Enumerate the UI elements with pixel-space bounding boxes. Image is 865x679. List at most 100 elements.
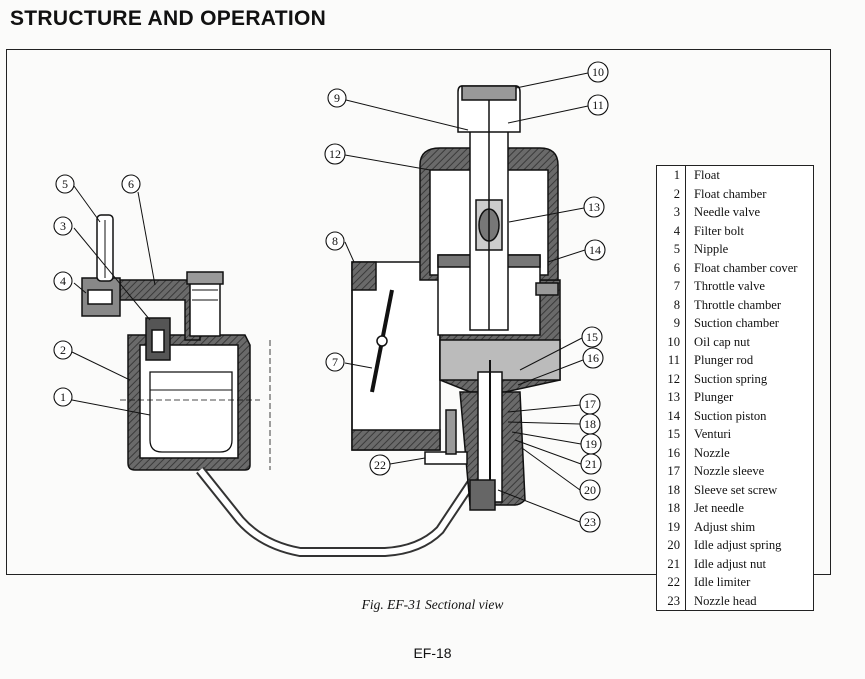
legend-row: 10 Oil cap nut xyxy=(657,332,813,351)
callout-14: 14 xyxy=(584,239,606,261)
legend-row: 5 Nipple xyxy=(657,240,813,259)
legend-label: Throttle valve xyxy=(694,279,765,293)
legend-number: 19 xyxy=(657,517,686,536)
legend-number: 9 xyxy=(657,314,686,333)
callout-2: 2 xyxy=(53,340,73,360)
legend-row: 4 Filter bolt xyxy=(657,221,813,240)
legend-number: 1 xyxy=(657,166,686,185)
legend-number: 18 xyxy=(657,499,686,518)
legend-label: Jet needle xyxy=(694,501,744,515)
legend-label: Needle valve xyxy=(694,205,761,219)
figure-frame xyxy=(6,49,831,575)
svg-text:18: 18 xyxy=(584,417,596,431)
page-number: EF-18 xyxy=(413,645,452,661)
callout-22: 22 xyxy=(369,454,391,476)
callout-9: 9 xyxy=(327,88,347,108)
legend-number: 5 xyxy=(657,240,686,259)
legend-number: 13 xyxy=(657,388,686,407)
legend-row: 8 Throttle chamber xyxy=(657,295,813,314)
legend-number: 17 xyxy=(657,462,686,481)
legend-label: Idle adjust nut xyxy=(694,556,767,571)
callout-5: 5 xyxy=(55,174,75,194)
legend-label: Nozzle xyxy=(694,445,730,460)
legend-label: Oil cap nut xyxy=(694,334,750,349)
legend-number: 20 xyxy=(657,536,686,555)
legend-label: Idle adjust spring xyxy=(694,538,782,552)
legend-row: 6 Float chamber cover xyxy=(657,258,813,277)
callout-21: 21 xyxy=(580,453,602,475)
callout-11: 11 xyxy=(587,94,609,116)
svg-text:15: 15 xyxy=(586,330,598,344)
legend-label: Float chamber xyxy=(694,186,767,201)
svg-text:9: 9 xyxy=(334,91,340,105)
legend-label: Float xyxy=(694,168,720,182)
callout-18: 18 xyxy=(579,413,601,435)
figure-caption: Fig. EF-31 Sectional view xyxy=(361,597,504,612)
legend-row: 11 Plunger rod xyxy=(657,351,813,370)
legend-label: Filter bolt xyxy=(694,223,745,238)
section-heading: STRUCTURE AND OPERATION xyxy=(10,7,327,30)
legend-number: 14 xyxy=(657,406,686,425)
legend-row: 13 Plunger xyxy=(657,388,813,407)
svg-text:2: 2 xyxy=(60,343,66,357)
carburetor-main-body xyxy=(351,85,561,511)
legend-number: 4 xyxy=(657,221,686,240)
legend-number: 7 xyxy=(657,277,686,296)
callout-15: 15 xyxy=(581,326,603,348)
legend-row: 19 Adjust shim xyxy=(657,517,813,536)
svg-text:14: 14 xyxy=(589,243,601,257)
svg-text:8: 8 xyxy=(332,234,338,248)
svg-text:23: 23 xyxy=(584,515,596,529)
legend-number: 6 xyxy=(657,258,686,277)
legend-label: Plunger xyxy=(694,390,734,404)
legend-row: 20 Idle adjust spring xyxy=(657,536,813,555)
svg-text:13: 13 xyxy=(588,200,600,214)
callout-20: 20 xyxy=(579,479,601,501)
float-chamber-assembly xyxy=(81,214,485,557)
legend-label: Suction chamber xyxy=(694,316,779,330)
legend-label: Nozzle head xyxy=(694,593,757,608)
legend-label: Sleeve set screw xyxy=(694,482,778,497)
callout-8: 8 xyxy=(325,231,345,251)
callout-7: 7 xyxy=(325,352,345,372)
legend-row: 18 Sleeve set screw xyxy=(657,480,813,499)
legend-row: 9 Suction chamber xyxy=(657,314,813,333)
legend-number: 11 xyxy=(657,351,686,370)
legend-number: 22 xyxy=(657,573,686,592)
legend-number: 8 xyxy=(657,295,686,314)
callout-12: 12 xyxy=(324,143,346,165)
svg-text:6: 6 xyxy=(128,177,134,191)
legend-number: 10 xyxy=(657,332,686,351)
svg-text:12: 12 xyxy=(329,147,341,161)
legend-row: 1 Float xyxy=(657,166,813,185)
legend-number: 2 xyxy=(657,184,686,203)
legend-number: 18 xyxy=(657,480,686,499)
legend-label: Adjust shim xyxy=(694,519,756,534)
legend-number: 12 xyxy=(657,369,686,388)
callout-10: 10 xyxy=(587,61,609,83)
svg-text:3: 3 xyxy=(60,219,66,233)
legend-label: Throttle chamber xyxy=(694,297,782,312)
legend-row: 7 Throttle valve xyxy=(657,277,813,296)
callout-23: 23 xyxy=(579,511,601,533)
legend-label: Plunger rod xyxy=(694,353,754,367)
callout-3: 3 xyxy=(53,216,73,236)
svg-text:21: 21 xyxy=(585,457,597,471)
callout-1: 1 xyxy=(53,387,73,407)
legend-number: 21 xyxy=(657,554,686,573)
legend-label: Venturi xyxy=(694,427,732,441)
svg-text:7: 7 xyxy=(332,355,338,369)
svg-text:22: 22 xyxy=(374,458,386,472)
svg-text:19: 19 xyxy=(585,437,597,451)
legend-label: Float chamber cover xyxy=(694,260,798,275)
legend-label: Nipple xyxy=(694,242,729,256)
callout-13: 13 xyxy=(583,196,605,218)
